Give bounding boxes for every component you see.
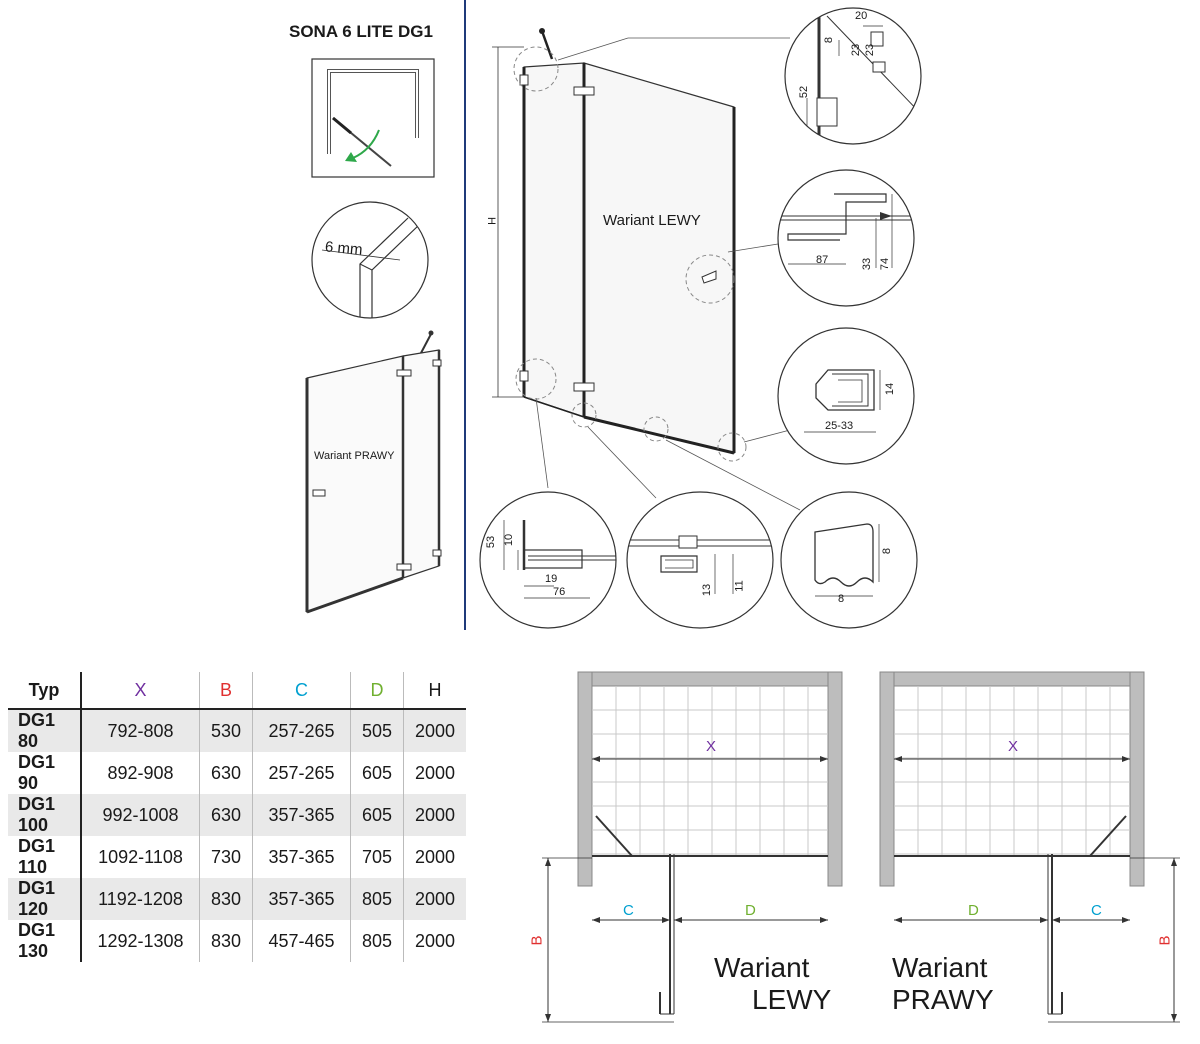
plan-right-x-label: X <box>1008 738 1019 755</box>
detail-bracket-d2: 10 <box>503 533 516 547</box>
cell-b: 630 <box>199 752 253 794</box>
cell-d: 505 <box>350 709 404 752</box>
cell-c: 257-265 <box>252 752 351 794</box>
detail-top-hinge-d5: 52 <box>798 85 811 99</box>
cell-c: 357-365 <box>252 836 351 878</box>
table-row: DG1 90 892-908 630 257-265 605 2000 <box>8 752 466 794</box>
cell-b: 730 <box>199 836 253 878</box>
glass-thickness-detail <box>311 201 429 319</box>
plan-right-variant-line1: Wariant <box>892 952 988 983</box>
cell-h: 2000 <box>414 762 456 783</box>
plan-view-icon <box>311 58 435 178</box>
plan-left-variant-line2: LEWY <box>752 984 832 1015</box>
detail-drip-d2: 8 <box>838 593 845 605</box>
table-row: DG1 100 992-1008 630 357-365 605 2000 <box>8 794 466 836</box>
table-row: DG1 130 1292-1308 830 457-465 805 2000 <box>8 920 466 962</box>
main-door-drawing <box>492 28 747 462</box>
cell-d: 805 <box>350 920 404 962</box>
section-divider <box>464 0 466 630</box>
detail-top-hinge <box>784 7 922 145</box>
plan-left-c-label: C <box>623 902 634 919</box>
detail-handle-d1: 87 <box>816 254 829 266</box>
swing-arrow-icon <box>352 129 380 159</box>
cell-h: 2000 <box>403 878 466 920</box>
plan-left-x-label: X <box>706 738 717 755</box>
detail-top-hinge-d1: 20 <box>855 10 868 22</box>
header-b: B <box>199 672 253 709</box>
plan-right-b-label: B <box>1156 935 1174 946</box>
detail-top-hinge-d4: 23 <box>864 43 877 57</box>
spec-table: Typ X B C D H DG1 80 792-808 530 257-265… <box>8 672 466 962</box>
cell-x: 792-808 <box>81 709 200 752</box>
cell-h: 2000 <box>403 794 466 836</box>
detail-bracket-d3: 19 <box>545 573 558 585</box>
table-row: DG1 110 1092-1108 730 357-365 705 2000 <box>8 836 466 878</box>
detail-gasket-d1: 14 <box>884 382 897 396</box>
plan-left-variant-line1: Wariant <box>714 952 810 983</box>
cell-c: 257-265 <box>252 709 351 752</box>
detail-bracket-d1: 53 <box>485 535 498 549</box>
plan-right-c-label: C <box>1091 902 1102 919</box>
cell-typ: DG1 130 <box>8 920 82 962</box>
cell-c: 457-465 <box>252 920 351 962</box>
cell-typ: DG1 80 <box>8 709 82 752</box>
cell-x: 1192-1208 <box>81 878 200 920</box>
detail-bracket-d4: 76 <box>553 586 566 598</box>
cell-b: 630 <box>199 794 253 836</box>
header-h: H <box>428 679 442 700</box>
header-c: C <box>252 672 351 709</box>
cell-d: 605 <box>350 752 404 794</box>
plan-view-right <box>879 671 1180 1023</box>
cell-x: 892-908 <box>81 752 200 794</box>
cell-typ: DG1 110 <box>8 836 82 878</box>
plan-right-variant-line2: PRAWY <box>892 984 994 1015</box>
cell-d: 705 <box>350 836 404 878</box>
cell-b: 530 <box>199 709 253 752</box>
detail-seal-d1: 13 <box>701 583 714 597</box>
left-variant-label: Wariant LEWY <box>603 212 701 229</box>
table-header-row: Typ X B C D H <box>8 672 466 709</box>
table-row: DG1 120 1192-1208 830 357-365 805 2000 <box>8 878 466 920</box>
cell-x: 1292-1308 <box>81 920 200 962</box>
cell-d: 805 <box>350 878 404 920</box>
right-variant-label: Wariant PRAWY <box>314 450 395 462</box>
callout-leaders <box>535 37 801 511</box>
plan-right-d-label: D <box>968 902 979 919</box>
table-row: DG1 80 792-808 530 257-265 505 2000 <box>8 709 466 752</box>
cell-x: 1092-1108 <box>81 836 200 878</box>
cell-b: 830 <box>199 920 253 962</box>
header-typ: Typ <box>8 672 82 709</box>
cell-h: 2000 <box>414 930 456 951</box>
header-d: D <box>350 672 404 709</box>
cell-d: 605 <box>350 794 404 836</box>
cell-h: 2000 <box>414 846 456 867</box>
detail-drip-d1: 8 <box>881 547 894 555</box>
cell-typ: DG1 100 <box>8 794 82 836</box>
detail-gasket-profile <box>777 327 915 465</box>
detail-handle-d3: 74 <box>879 257 892 271</box>
detail-top-hinge-d2: 8 <box>823 36 836 44</box>
cell-b: 830 <box>199 878 253 920</box>
cell-c: 357-365 <box>252 794 351 836</box>
detail-gasket-d2: 25-33 <box>825 420 854 432</box>
cell-typ: DG1 120 <box>8 878 82 920</box>
detail-drip-seal <box>780 491 918 629</box>
detail-handle <box>777 169 915 307</box>
detail-bottom-bracket <box>479 491 617 629</box>
cell-x: 992-1008 <box>81 794 200 836</box>
detail-bottom-seal <box>626 491 774 629</box>
header-x: X <box>81 672 200 709</box>
cell-h: 2000 <box>403 709 466 752</box>
plan-left-d-label: D <box>745 902 756 919</box>
product-title: SONA 6 LITE DG1 <box>289 22 433 41</box>
detail-handle-d2: 33 <box>861 257 874 271</box>
cell-c: 357-365 <box>252 878 351 920</box>
detail-top-hinge-d3: 23 <box>850 43 863 57</box>
cell-typ: DG1 90 <box>8 752 82 794</box>
plan-left-b-label: B <box>528 935 546 946</box>
right-variant-drawing <box>305 330 442 614</box>
detail-seal-d2: 11 <box>733 580 746 592</box>
plan-view-left <box>542 671 843 1023</box>
